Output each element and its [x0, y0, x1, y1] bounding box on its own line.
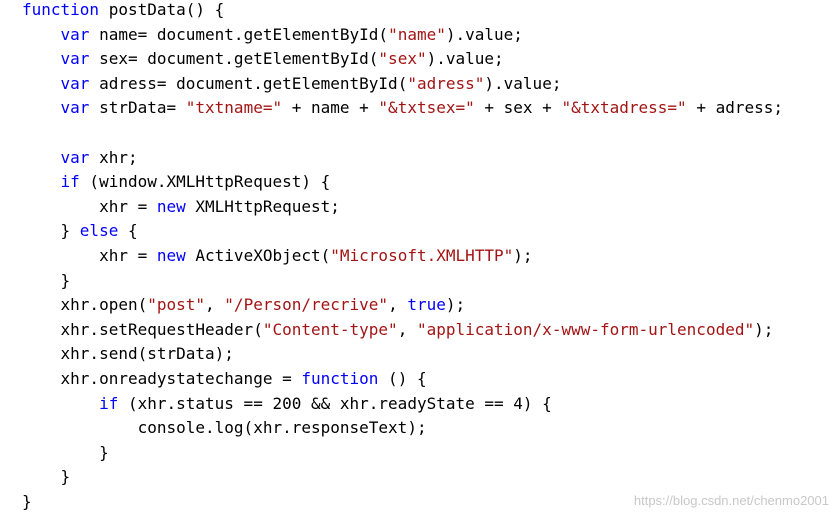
code-text — [22, 74, 61, 93]
code-text: xhr.send(strData); — [22, 344, 234, 364]
code-text: XMLHttpRequest; — [185, 196, 340, 216]
code-line: var name= document.getElementById("name"… — [22, 23, 523, 48]
code-line: xhr.send(strData); — [22, 342, 234, 367]
code-line: xhr = new ActiveXObject("Microsoft.XMLHT… — [22, 244, 533, 269]
code-text: ).value; — [484, 73, 562, 93]
code-text: () { — [378, 369, 427, 388]
code-text: (xhr.status == 200 && xhr.readyState == … — [118, 393, 552, 413]
code-text: (window.XMLHttpRequest) { — [79, 172, 331, 192]
code-line: } — [22, 269, 71, 294]
code-keyword: new — [156, 196, 186, 216]
code-text — [22, 98, 61, 117]
code-text — [22, 148, 61, 167]
code-line: if (xhr.status == 200 && xhr.readyState … — [22, 392, 552, 417]
code-string: "sex" — [378, 49, 427, 69]
code-text — [22, 394, 99, 413]
code-string: "adress" — [407, 73, 485, 93]
code-line: } — [22, 465, 71, 490]
code-line: var adress= document.getElementById("adr… — [22, 72, 562, 97]
code-text: + adress; — [686, 98, 784, 118]
code-line: xhr = new XMLHttpRequest; — [22, 195, 340, 220]
code-line: var xhr; — [22, 146, 138, 171]
code-string: "post" — [147, 295, 206, 315]
code-text — [22, 172, 61, 191]
code-text: xhr.open( — [22, 295, 148, 315]
code-line: console.log(xhr.responseText); — [22, 416, 427, 441]
code-text — [22, 25, 61, 44]
code-keyword: if — [60, 172, 80, 192]
code-keyword: function — [22, 0, 100, 19]
code-keyword: if — [99, 393, 119, 413]
code-keyword: var — [60, 73, 90, 93]
code-keyword: new — [156, 246, 186, 265]
code-string: "txtname=" — [185, 98, 283, 118]
code-text: + sex + — [474, 98, 562, 118]
code-text: ).value; — [426, 49, 504, 69]
code-string: "name" — [388, 24, 446, 44]
code-text: , — [388, 295, 408, 315]
code-string: "application/x-www-form-urlencoded" — [416, 319, 755, 339]
code-keyword: true — [407, 295, 446, 315]
code-text: console.log(xhr.responseText); — [22, 418, 427, 438]
code-string: "Content-type" — [262, 319, 398, 339]
code-line: xhr.open("post", "/Person/recrive", true… — [22, 293, 466, 318]
code-text: xhr; — [89, 147, 138, 167]
code-text: + name + — [282, 98, 379, 118]
code-text: { — [118, 221, 138, 241]
watermark-text: https://blog.csdn.net/chenmo2001 — [633, 493, 829, 508]
code-text: xhr.setRequestHeader( — [22, 319, 263, 339]
code-line: } else { — [22, 219, 138, 244]
code-string: "/Person/recrive" — [224, 295, 389, 315]
code-text: ); — [754, 319, 774, 339]
code-keyword: var — [60, 98, 90, 118]
code-text: ActiveXObject( — [185, 246, 331, 265]
code-text: xhr = — [22, 196, 157, 216]
code-text: postData() { — [99, 0, 225, 19]
code-text: } — [22, 467, 71, 487]
code-text: sex= document.getElementById( — [89, 49, 379, 69]
code-text — [22, 49, 61, 68]
code-string: "&txtsex=" — [378, 98, 475, 118]
code-line: xhr.onreadystatechange = function () { — [22, 367, 427, 392]
code-text: } — [22, 442, 109, 462]
code-text: xhr.onreadystatechange = — [22, 369, 302, 388]
code-string: "Microsoft.XMLHTTP" — [330, 246, 514, 265]
code-text: , — [397, 319, 417, 339]
code-keyword: var — [60, 49, 90, 69]
code-line: if (window.XMLHttpRequest) { — [22, 170, 331, 195]
code-keyword: var — [60, 147, 90, 167]
code-text: adress= document.getElementById( — [89, 73, 408, 93]
code-text: ); — [445, 295, 466, 315]
code-keyword: else — [79, 221, 119, 241]
code-text: } — [22, 221, 80, 241]
code-line: var strData= "txtname=" + name + "&txtse… — [22, 96, 783, 121]
code-keyword: var — [60, 24, 90, 44]
code-text: , — [205, 295, 225, 315]
code-line: var sex= document.getElementById("sex").… — [22, 47, 504, 72]
code-text: } — [22, 270, 71, 290]
code-string: "&txtadress=" — [561, 98, 687, 118]
code-text: name= document.getElementById( — [89, 24, 389, 44]
code-line: } — [22, 441, 109, 466]
code-line: function postData() { — [22, 0, 224, 23]
code-text: xhr = — [22, 246, 157, 265]
code-text: strData= — [89, 98, 186, 118]
code-keyword: function — [301, 369, 379, 388]
code-text: ).value; — [445, 24, 523, 44]
code-line: } — [22, 490, 32, 515]
code-text: } — [22, 492, 32, 511]
code-line: xhr.setRequestHeader("Content-type", "ap… — [22, 318, 774, 343]
code-text: ); — [513, 246, 533, 265]
